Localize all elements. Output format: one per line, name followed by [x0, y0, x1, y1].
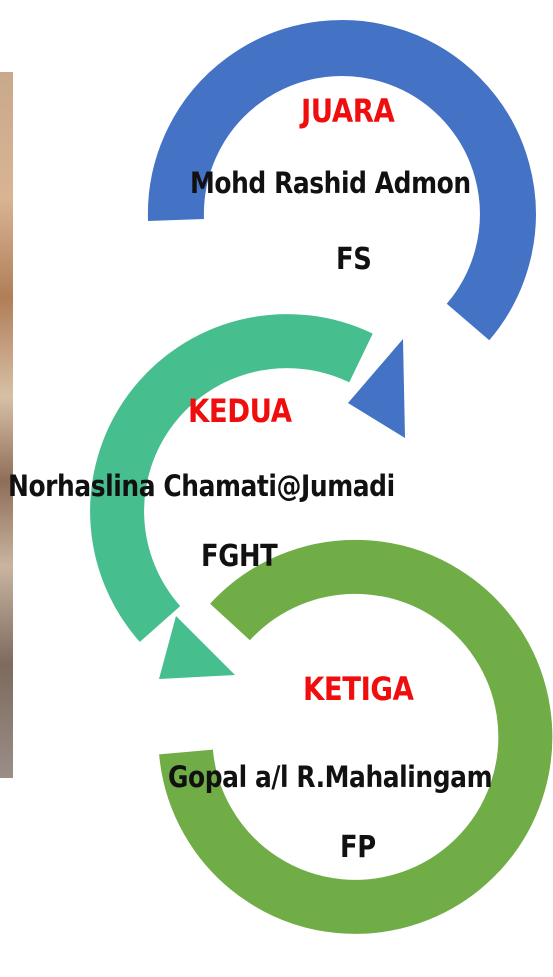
background-photo-strip	[0, 72, 13, 778]
arrow-first-ring	[147, 20, 536, 341]
arrow-second-head	[159, 616, 235, 679]
winner-second-faculty: FGHT	[201, 539, 278, 574]
rank-second-label: KEDUA	[188, 392, 292, 430]
arrow-second	[90, 314, 373, 679]
arrow-third-ring	[159, 539, 553, 934]
winner-first-faculty: FS	[336, 242, 372, 277]
rank-third-label: KETIGA	[303, 670, 414, 708]
winner-first-name: Mohd Rashid Admon	[190, 166, 471, 200]
rank-first-label: JUARA	[301, 92, 395, 130]
winner-second-name: Norhaslina Chamati@Jumadi	[8, 469, 395, 503]
arrow-third	[159, 539, 553, 934]
winner-third-name: Gopal a/l R.Mahalingam	[168, 760, 493, 794]
winner-third-faculty: FP	[340, 830, 376, 865]
arrow-first-head	[348, 339, 405, 438]
arrow-first	[147, 20, 536, 438]
arrow-second-ring	[90, 314, 373, 642]
